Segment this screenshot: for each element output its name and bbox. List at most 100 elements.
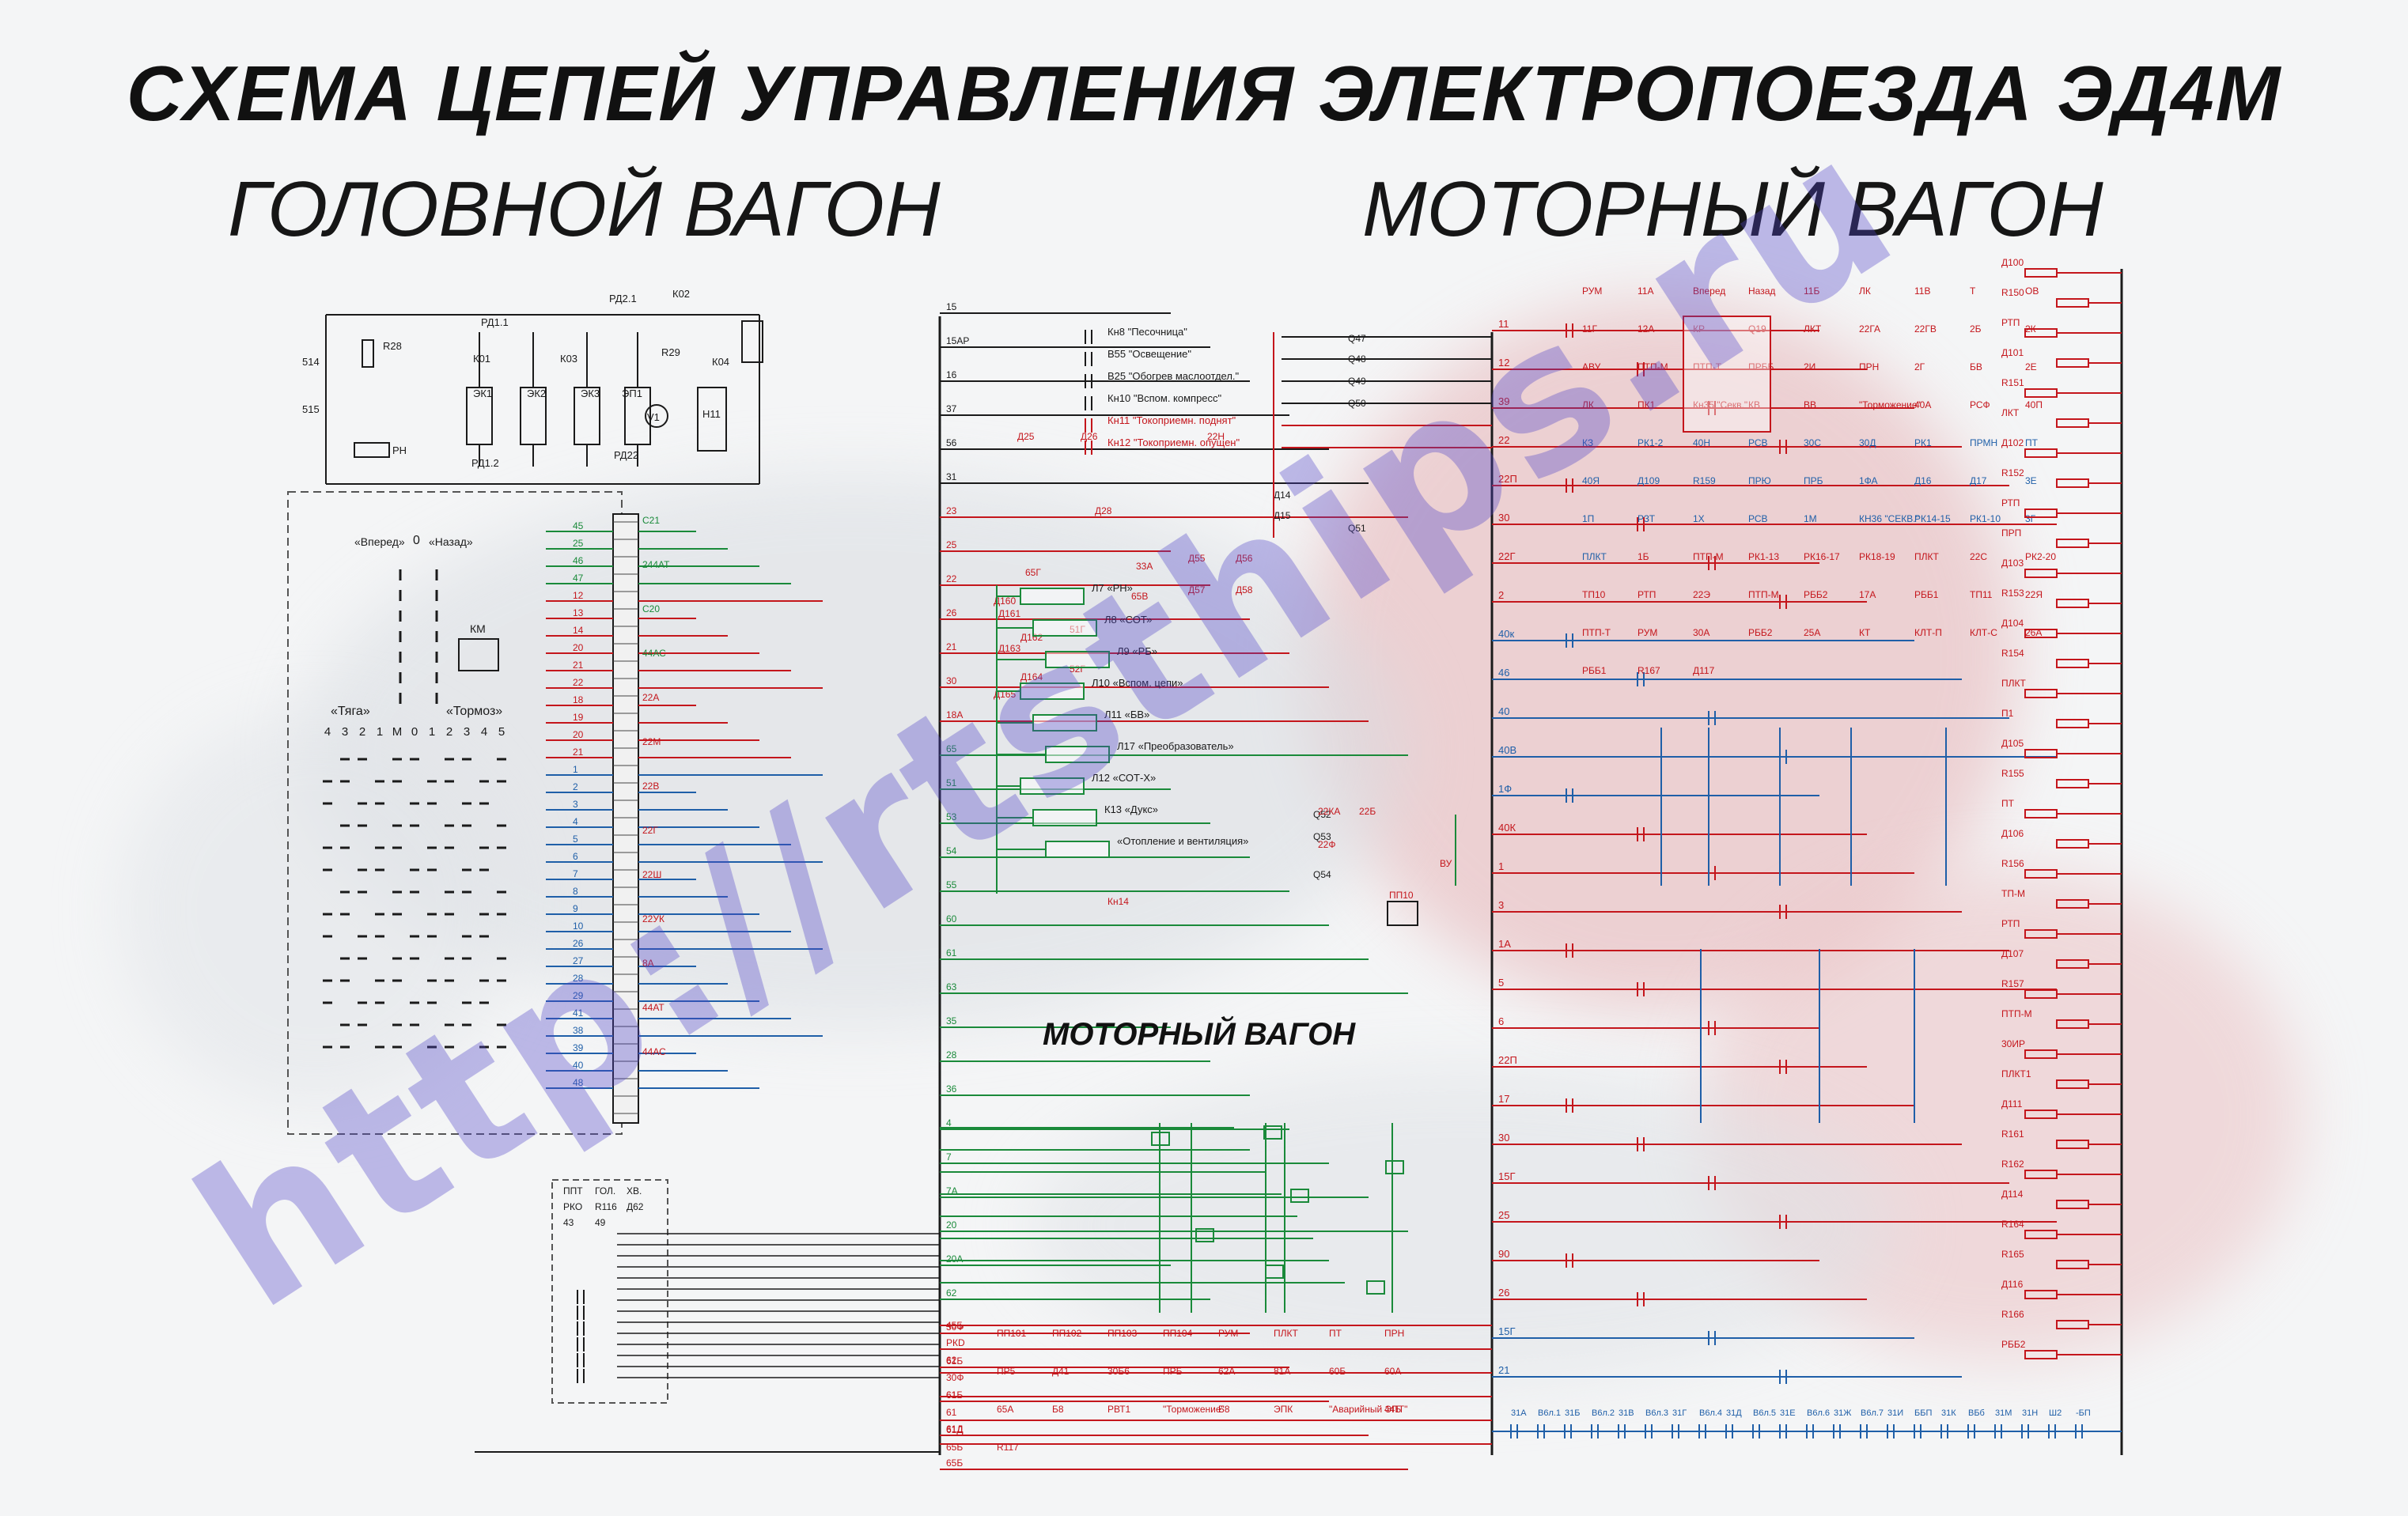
- center-wire-label: 23: [946, 505, 957, 516]
- right-component-label: Д116: [2001, 1279, 2024, 1290]
- left-bus-number: 38: [573, 1025, 584, 1036]
- right-component-label: Д104: [2001, 618, 2024, 629]
- controller-position-label: 4: [481, 725, 487, 739]
- center-wire-label: 60: [946, 913, 957, 924]
- motor-car-subtitle: МОТОРНЫЙ ВАГОН: [1362, 165, 2103, 252]
- right-circuit-label: РТП: [1638, 589, 1656, 600]
- right-wire-label: 30: [1498, 512, 1509, 524]
- left-bus-number: 8: [573, 886, 578, 897]
- right-circuit-label: ПЛКТ: [1582, 551, 1607, 562]
- center-relay-label: Q49: [1348, 376, 1366, 387]
- center-relay-label: Д28: [1095, 505, 1112, 516]
- right-circuit-label: АВУ: [1582, 361, 1601, 372]
- right-component-label: Д101: [2001, 347, 2024, 358]
- direction-selector-box: [1683, 316, 1771, 433]
- ppt-dashed-box: [551, 1179, 668, 1404]
- right-component-label: Д107: [2001, 948, 2024, 959]
- left-bus-number: 46: [573, 555, 584, 566]
- right-circuit-label: РББ2: [1804, 589, 1828, 600]
- bottom-left-label: РВТ1: [1107, 1404, 1131, 1415]
- center-wire-label: 22: [946, 573, 957, 584]
- right-wire-label: 5: [1498, 977, 1504, 989]
- right-resistor: [2056, 719, 2089, 728]
- right-resistor: [2024, 1290, 2058, 1299]
- right-resistor: [2056, 1200, 2089, 1209]
- right-circuit-label: ПТП-М: [1638, 361, 1668, 372]
- right-circuit-label: 1П: [1582, 513, 1594, 524]
- bottom-row-label: 31И: [1887, 1408, 1903, 1418]
- left-wire-label: 244АТ: [642, 559, 670, 570]
- left-bus-number: 7: [573, 868, 578, 879]
- bottom-left-label: "Торможение": [1163, 1404, 1225, 1415]
- top-left-label: РД1.2: [471, 457, 499, 469]
- right-circuit-label: 11А: [1638, 285, 1653, 297]
- bottom-row-label: 31Ж: [1834, 1408, 1851, 1418]
- head-car-terminal-strip: [612, 513, 639, 1124]
- right-wire-label: 40к: [1498, 628, 1514, 640]
- bottom-left-label: ПП103: [1107, 1328, 1138, 1339]
- right-circuit-label: 30С: [1804, 437, 1821, 448]
- right-circuit-label: Вперед: [1693, 285, 1725, 297]
- signal-lamp-label: Л10 «Вспом. цепи»: [1092, 677, 1183, 689]
- right-component-label: ПРП: [2001, 527, 2021, 539]
- bottom-left-label: ППТ: [563, 1185, 583, 1197]
- bottom-row-label: Ш2: [2049, 1408, 2062, 1418]
- center-relay-label: Д160: [994, 595, 1016, 607]
- head-car-dashed-border: [287, 491, 623, 1135]
- lower-center-relay-coil: [1195, 1228, 1214, 1242]
- right-circuit-label: 22Я: [2025, 589, 2043, 600]
- right-circuit-label: ПТП-М: [1693, 551, 1724, 562]
- left-bus-number: 21: [573, 747, 584, 758]
- right-resistor: [2024, 989, 2058, 999]
- middle-motor-car-label: МОТОРНЫЙ ВАГОН: [1043, 1017, 1356, 1052]
- right-circuit-label: 2Г: [1914, 361, 1925, 372]
- right-component-label: R166: [2001, 1309, 2024, 1320]
- right-component-label: РББ2: [2001, 1339, 2026, 1350]
- right-resistor: [2056, 839, 2089, 849]
- right-circuit-label: ПТП-Т: [1693, 361, 1722, 372]
- bottom-left-label: ХВ.: [627, 1185, 642, 1197]
- left-bus-number: 22: [573, 677, 584, 688]
- lower-center-relay-coil: [1265, 1265, 1284, 1279]
- right-component-label: П1: [2001, 708, 2014, 719]
- right-component-label: R157: [2001, 978, 2024, 989]
- right-component-label: ПЛКТ1: [2001, 1068, 2031, 1079]
- left-bus-number: 40: [573, 1060, 584, 1071]
- center-relay-label: Д161: [998, 608, 1020, 619]
- right-component-label: R156: [2001, 858, 2024, 869]
- right-wire-label: 30: [1498, 1132, 1509, 1144]
- right-circuit-label: ТП10: [1582, 589, 1606, 600]
- bottom-left-label: ГОЛ.: [595, 1185, 615, 1197]
- center-relay-label: 22Б: [1359, 806, 1376, 817]
- top-left-label: Н11: [702, 408, 721, 420]
- center-relay-label: Q52: [1313, 809, 1331, 820]
- right-circuit-label: ПРББ: [1748, 361, 1774, 372]
- top-left-label: РД22: [614, 449, 638, 461]
- right-circuit-label: ВВ: [1804, 399, 1816, 410]
- right-circuit-label: КТ: [1859, 627, 1871, 638]
- top-left-label: R28: [383, 340, 402, 352]
- bottom-left-label: "Аварийный ЭПТ": [1329, 1404, 1407, 1415]
- right-resistor: [2024, 1170, 2058, 1179]
- center-relay-label: Q53: [1313, 831, 1331, 842]
- right-resistor: [2056, 1320, 2089, 1329]
- right-circuit-label: 3Е: [2025, 475, 2037, 486]
- heater-h11: [697, 387, 727, 452]
- right-wire-label: 1: [1498, 860, 1504, 872]
- bottom-left-label: 60А: [1384, 1366, 1401, 1377]
- bottom-left-label: ПП102: [1052, 1328, 1082, 1339]
- left-wire-label: 8А: [642, 958, 654, 969]
- bottom-row-label: В6л.7: [1861, 1408, 1884, 1418]
- center-wire-label: 25: [946, 539, 957, 550]
- right-circuit-label: 17А: [1859, 589, 1876, 600]
- right-resistor: [2056, 539, 2089, 548]
- right-wire-label: 40В: [1498, 744, 1516, 756]
- right-circuit-label: ПТП-М: [1748, 589, 1779, 600]
- background-blob-gray-3: [119, 712, 514, 1107]
- right-wire-label: 25: [1498, 1209, 1509, 1221]
- right-wire-label: 2: [1498, 589, 1504, 601]
- bottom-row-label: -БП: [2076, 1408, 2091, 1418]
- right-circuit-label: 40А: [1914, 399, 1931, 410]
- right-resistor: [2056, 1260, 2089, 1269]
